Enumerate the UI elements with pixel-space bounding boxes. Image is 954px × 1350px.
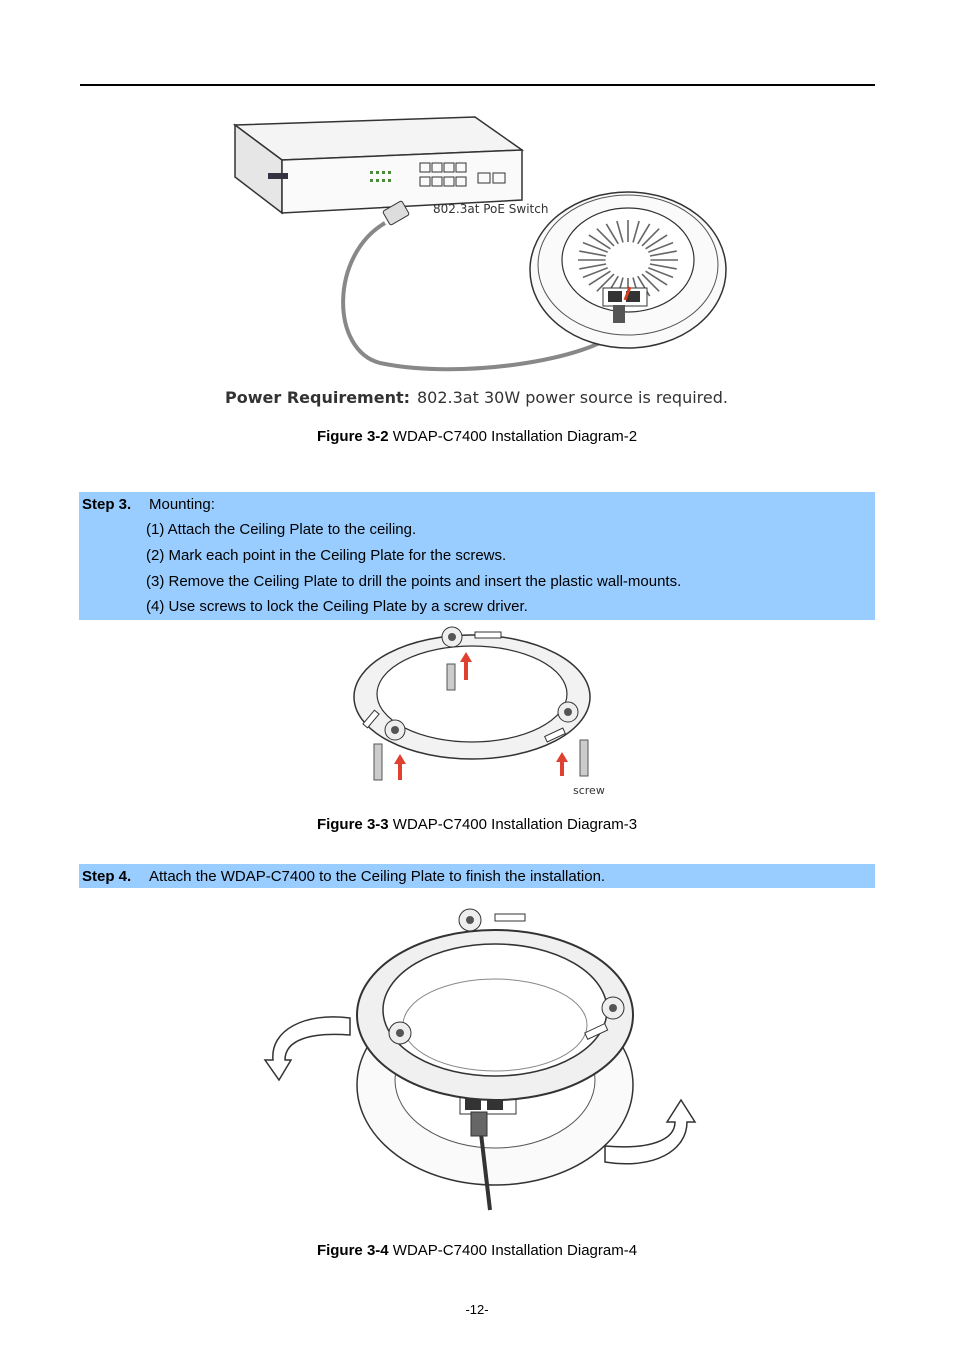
step-3-item: (2) Mark each point in the Ceiling Plate…: [146, 547, 506, 564]
figure-3-3-caption: Figure 3-3 WDAP-C7400 Installation Diagr…: [0, 816, 954, 833]
figure-3-2-diagram: 802.3at PoE Switch Power Requirement: 80…: [220, 105, 740, 415]
step-3-box: Step 3. Mounting: (1) Attach the Ceiling…: [79, 492, 875, 620]
step-3-item: (3) Remove the Ceiling Plate to drill th…: [146, 573, 681, 590]
figure-3-4-diagram: [255, 900, 700, 1215]
step-3-item: (4) Use screws to lock the Ceiling Plate…: [146, 598, 528, 615]
step-4-box: Step 4. Attach the WDAP-C7400 to the Cei…: [79, 864, 875, 888]
step-4-label: Step 4.: [82, 868, 131, 885]
step-3-item: (1) Attach the Ceiling Plate to the ceil…: [146, 521, 416, 538]
ceiling-plate-top-illustration: [357, 909, 633, 1100]
ceiling-plate-illustration: [354, 627, 590, 759]
switch-label: 802.3at PoE Switch: [433, 202, 548, 216]
header-rule: [80, 84, 875, 86]
poe-switch-illustration: [235, 117, 522, 213]
page-number: -12-: [0, 1302, 954, 1317]
figure-3-2-caption: Figure 3-2 WDAP-C7400 Installation Diagr…: [0, 428, 954, 445]
access-point-illustration: [530, 192, 726, 348]
screw-label: screw: [573, 784, 605, 797]
power-requirement-text: 802.3at 30W power source is required.: [417, 388, 728, 407]
figure-3-4-caption: Figure 3-4 WDAP-C7400 Installation Diagr…: [0, 1242, 954, 1259]
figure-3-3-diagram: screw: [340, 622, 620, 802]
step-4-text: Attach the WDAP-C7400 to the Ceiling Pla…: [149, 868, 605, 885]
step-3-title: Mounting:: [149, 496, 215, 513]
power-requirement-label: Power Requirement:: [225, 388, 410, 407]
step-3-label: Step 3.: [82, 496, 131, 513]
